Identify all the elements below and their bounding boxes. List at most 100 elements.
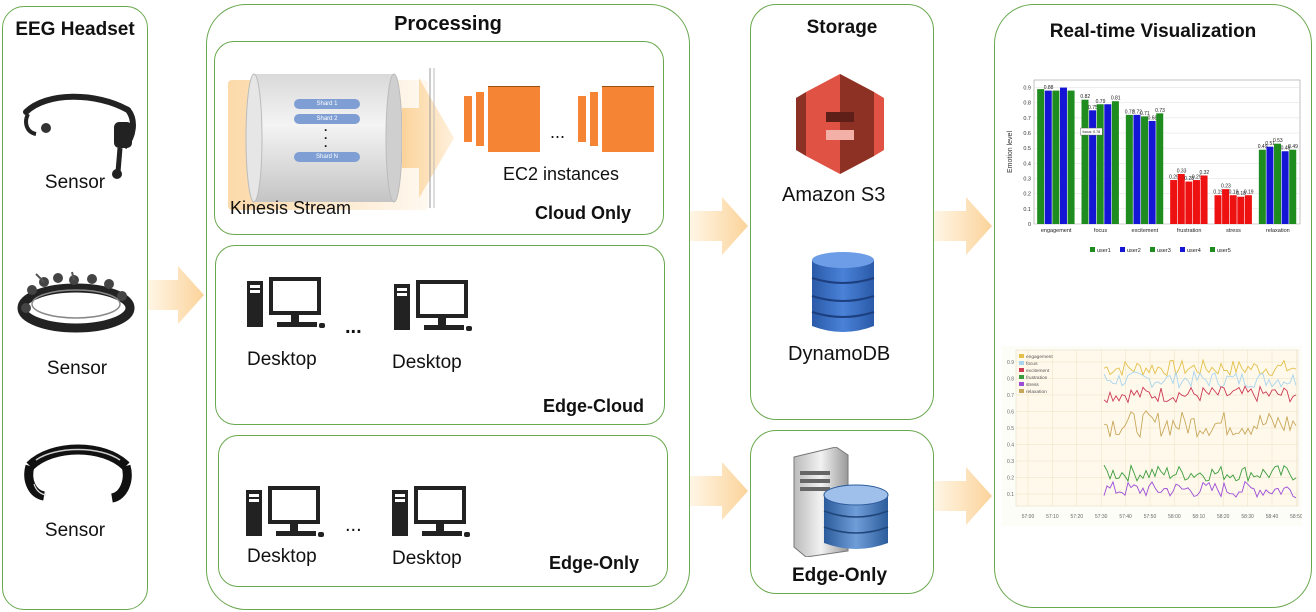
y-tick-label: 0.3 <box>1007 459 1014 465</box>
visualization-title: Real-time Visualization <box>1049 21 1257 42</box>
annotation-text: focus: 0.78 <box>1083 130 1101 134</box>
plot-area <box>1033 79 1301 225</box>
legend-swatch <box>1180 247 1185 252</box>
bar <box>1111 101 1119 224</box>
data-label: 0.81 <box>1111 96 1121 102</box>
legend-swatch <box>1090 247 1095 252</box>
ec2-instance-2-icon <box>578 86 654 152</box>
bar <box>1185 181 1193 224</box>
flow-arrow-3-icon <box>690 462 748 520</box>
y-tick-label: 0.5 <box>1007 426 1014 432</box>
data-label: 0.32 <box>1199 170 1209 176</box>
storage-title: Storage <box>806 17 878 38</box>
data-label: 0.73 <box>1155 108 1165 114</box>
sensor-label-3: Sensor <box>44 520 106 541</box>
legend-label: user4 <box>1187 248 1201 254</box>
series-line <box>1103 410 1297 439</box>
data-label: 0.49 <box>1258 144 1268 150</box>
cloud-only-label: Cloud Only <box>535 203 631 223</box>
bar <box>1089 110 1097 224</box>
edge-cloud-label: Edge-Cloud <box>543 396 644 416</box>
y-tick-label: 0.5 <box>1023 146 1031 152</box>
legend-label: focus <box>1026 361 1038 367</box>
x-tick-label: 57:50 <box>1144 514 1157 520</box>
x-tick-label: stress <box>1226 228 1241 234</box>
x-tick-label: 57:10 <box>1046 514 1059 520</box>
headset-2-icon <box>17 271 135 333</box>
edge-cloud-ellipsis: ... <box>345 316 362 338</box>
x-tick-label: 57:30 <box>1095 514 1108 520</box>
legend-swatch <box>1019 361 1024 365</box>
bar <box>1274 143 1282 224</box>
x-tick-label: 58:40 <box>1266 514 1279 520</box>
x-tick-label: engagement <box>1041 228 1072 234</box>
processing-title: Processing <box>394 13 502 35</box>
legend-label: stress <box>1026 382 1039 388</box>
y-tick-label: 0.8 <box>1023 101 1031 107</box>
data-label: 0.51 <box>1265 141 1275 147</box>
bar <box>1244 195 1252 224</box>
data-label: 0.33 <box>1177 168 1187 174</box>
shard-n: Shard N <box>294 152 360 162</box>
y-axis-label: Emotion level <box>1007 131 1014 173</box>
data-label: 0.79 <box>1096 99 1106 105</box>
storage-panel: Storage <box>750 4 934 420</box>
bar <box>1237 196 1245 224</box>
bar <box>1266 146 1274 224</box>
legend-label: excitement <box>1026 368 1050 374</box>
bar <box>1148 120 1156 224</box>
legend-swatch <box>1019 368 1024 372</box>
amazon-s3-icon <box>796 74 884 174</box>
y-tick-label: 0.6 <box>1023 131 1031 137</box>
bar <box>1044 90 1052 224</box>
flow-arrow-2-icon <box>690 197 748 255</box>
bar <box>1104 104 1112 224</box>
data-label: 0.18 <box>1236 191 1246 197</box>
y-tick-label: 0.2 <box>1007 476 1014 482</box>
x-tick-label: 57:20 <box>1071 514 1084 520</box>
y-tick-label: 0.1 <box>1007 492 1014 498</box>
annotation-box <box>1080 127 1103 136</box>
legend-label: relaxation <box>1026 389 1047 395</box>
data-label: 0.28 <box>1184 176 1194 182</box>
ec2-ellipsis: ... <box>550 122 566 142</box>
flow-arrow-4-icon <box>934 197 992 255</box>
legend-label: user5 <box>1217 248 1231 254</box>
bar <box>1052 90 1060 224</box>
data-label: 0.49 <box>1288 144 1298 150</box>
x-tick-label: 58:30 <box>1241 514 1254 520</box>
bar <box>1289 149 1297 224</box>
x-tick-label: 58:10 <box>1193 514 1206 520</box>
edge-server-icon <box>793 447 889 557</box>
desktop-icon <box>247 277 325 328</box>
legend-swatch <box>1120 247 1125 252</box>
bar <box>1222 189 1230 224</box>
edge-cloud-panel <box>215 245 665 425</box>
bar <box>1081 99 1089 224</box>
data-label: 0.71 <box>1140 111 1150 117</box>
edge-only-ellipsis: ... <box>345 514 362 536</box>
headset-1-icon <box>23 93 136 179</box>
y-tick-label: 0.7 <box>1023 116 1031 122</box>
y-tick-label: 0.4 <box>1023 161 1031 167</box>
bar <box>1156 113 1164 224</box>
desktop-label: Desktop <box>247 546 317 567</box>
bar <box>1192 180 1200 224</box>
shard-1: Shard 1 <box>294 99 360 109</box>
ec2-instance-1-icon <box>464 86 540 152</box>
y-tick-label: 0 <box>1028 222 1031 228</box>
bar <box>1258 149 1266 224</box>
x-tick-label: 57:40 <box>1119 514 1132 520</box>
dynamodb-icon <box>811 252 875 332</box>
edge-only-processing-label: Edge-Only <box>549 553 640 573</box>
amazon-s3-label: Amazon S3 <box>782 184 886 206</box>
x-tick-label: frustration <box>1177 228 1201 234</box>
data-label: 0.72 <box>1125 109 1135 115</box>
legend-label: frustration <box>1026 375 1048 381</box>
kinesis-stream-icon <box>245 68 454 208</box>
shard-dots: ··· <box>324 123 328 153</box>
legend-swatch <box>1019 375 1024 379</box>
edge-only-storage-label: Edge-Only <box>792 565 888 586</box>
eeg-headset-title: EEG Headset <box>15 19 135 40</box>
